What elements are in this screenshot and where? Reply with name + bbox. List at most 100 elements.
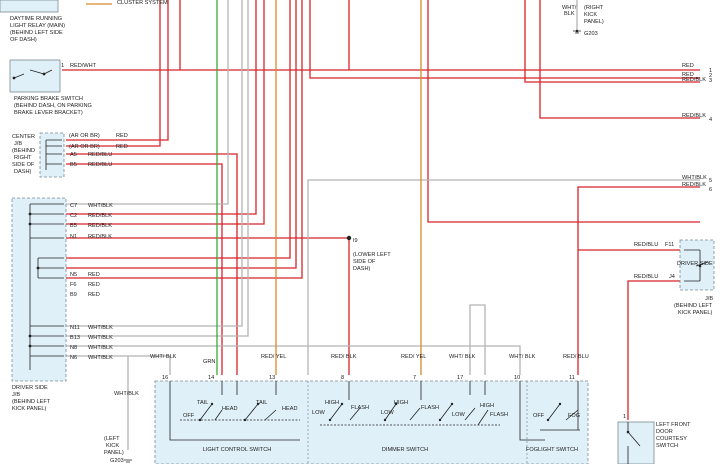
driver-jb-right-label: DRIVER SIDE J/B (BEHIND LEFT KICK PANEL) xyxy=(674,261,713,316)
svg-text:WHT/BLK: WHT/BLK xyxy=(88,325,113,331)
ground-left-label: WHT/BLK (LEFT KICK PANEL) G203 xyxy=(104,391,139,464)
svg-text:3: 3 xyxy=(709,78,712,84)
driver-jb-top-pins: C7 WHT/BLK C2 RED/BLK B5 RED/BLK N1 RED/… xyxy=(70,203,113,240)
svg-text:FLASH: FLASH xyxy=(421,405,439,411)
wire-red xyxy=(577,186,700,375)
svg-text:RED: RED xyxy=(88,292,100,298)
svg-text:RED/ BLK: RED/ BLK xyxy=(331,354,357,360)
svg-text:B5: B5 xyxy=(70,223,77,229)
wire-gray xyxy=(66,0,243,327)
svg-text:WHT/BLK: WHT/BLK xyxy=(88,355,113,361)
svg-text:RED/BLK: RED/BLK xyxy=(682,113,706,119)
wire-red xyxy=(66,0,303,279)
wire-gray xyxy=(66,0,229,205)
svg-text:CENTER: CENTER xyxy=(12,134,35,140)
svg-text:PARKING BRAKE SWITCH: PARKING BRAKE SWITCH xyxy=(14,96,83,102)
svg-text:SIDE OF: SIDE OF xyxy=(353,259,376,265)
parking-brake-pin: 1 xyxy=(61,63,64,69)
svg-text:(BEHIND: (BEHIND xyxy=(12,148,35,154)
svg-text:SIDE OF: SIDE OF xyxy=(12,162,35,168)
svg-text:DASH): DASH) xyxy=(14,169,32,175)
svg-text:N1: N1 xyxy=(70,234,77,240)
driver-jb-right-pins: RED/BLU F11 RED/BLU J4 xyxy=(634,242,675,280)
svg-text:WHT/BLK: WHT/BLK xyxy=(88,345,113,351)
svg-text:(LEFT: (LEFT xyxy=(104,436,120,442)
ground-right-label: WHT/ BLK (RIGHT KICK PANEL) G203 xyxy=(562,5,604,37)
svg-text:HIGH: HIGH xyxy=(325,400,339,406)
center-jb-label: CENTER J/B (BEHIND RIGHT SIDE OF DASH) xyxy=(12,134,35,175)
svg-text:BLK: BLK xyxy=(564,11,575,17)
wire-gray xyxy=(66,345,521,375)
svg-text:G203: G203 xyxy=(110,458,124,464)
svg-text:(RIGHT: (RIGHT xyxy=(584,5,604,11)
svg-text:BRAKE LEVER BRACKET): BRAKE LEVER BRACKET) xyxy=(14,110,83,116)
svg-text:TAIL: TAIL xyxy=(256,400,267,406)
svg-text:(AR OR BR): (AR OR BR) xyxy=(69,144,100,150)
wire-red xyxy=(66,0,169,141)
svg-text:RED: RED xyxy=(116,144,128,150)
svg-text:(BEHIND LEFT: (BEHIND LEFT xyxy=(12,399,51,405)
svg-text:DIMMER SWITCH: DIMMER SWITCH xyxy=(382,447,428,453)
svg-text:KICK PANEL): KICK PANEL) xyxy=(12,406,47,412)
door-switch-label: LEFT FRONT DOOR COURTESY SWITCH xyxy=(656,422,691,449)
parking-brake-wire-color: RED/WHT xyxy=(70,63,97,69)
svg-text:B5: B5 xyxy=(70,162,77,168)
svg-text:RED/BLU: RED/BLU xyxy=(634,242,658,248)
svg-text:WHT/: WHT/ xyxy=(562,5,577,11)
svg-text:N8: N8 xyxy=(70,345,77,351)
driver-jb-right-box xyxy=(679,239,715,291)
svg-text:J/B: J/B xyxy=(705,296,713,302)
svg-text:RED/ BLU: RED/ BLU xyxy=(563,354,589,360)
svg-text:(AR OR BR): (AR OR BR) xyxy=(69,133,100,139)
svg-text:HIGH: HIGH xyxy=(394,400,408,406)
svg-text:N5: N5 xyxy=(70,272,77,278)
svg-text:J/B: J/B xyxy=(14,141,22,147)
svg-text:WHT/BLK: WHT/BLK xyxy=(114,391,139,397)
wire-gray xyxy=(66,355,171,375)
svg-text:OF DASH): OF DASH) xyxy=(10,37,37,43)
wire-red xyxy=(66,153,238,375)
wire-red xyxy=(539,0,700,119)
svg-text:KICK: KICK xyxy=(584,12,597,18)
drl-relay-box xyxy=(0,0,59,13)
svg-text:10: 10 xyxy=(514,375,520,381)
svg-text:FLASH: FLASH xyxy=(351,405,369,411)
foglight-positions: OFF FOG xyxy=(533,413,580,419)
svg-text:(LOWER LEFT: (LOWER LEFT xyxy=(353,252,391,258)
svg-text:FLASH: FLASH xyxy=(490,412,508,418)
wire-red xyxy=(66,0,291,259)
svg-text:C2: C2 xyxy=(70,213,77,219)
parking-brake-switch xyxy=(9,59,61,93)
svg-text:B13: B13 xyxy=(70,335,80,341)
svg-text:(BEHIND LEFT: (BEHIND LEFT xyxy=(674,303,713,309)
svg-text:A5: A5 xyxy=(70,152,77,158)
svg-text:N6: N6 xyxy=(70,355,77,361)
svg-text:WHT/BLK: WHT/BLK xyxy=(682,175,707,181)
svg-text:FOG: FOG xyxy=(568,413,580,419)
drl-relay-label: DAYTIME RUNNING LIGHT RELAY (MAIN) (BEHI… xyxy=(10,16,65,43)
svg-text:DRIVER SIDE: DRIVER SIDE xyxy=(677,261,713,267)
svg-text:RED/BLK: RED/BLK xyxy=(88,234,112,240)
svg-text:RED/BLU: RED/BLU xyxy=(634,274,658,280)
svg-text:RED/BLK: RED/BLK xyxy=(682,182,706,188)
wire-layer xyxy=(62,0,700,450)
driver-jb-mid-pins: N5 RED F6 RED B9 RED xyxy=(70,272,100,298)
svg-text:8: 8 xyxy=(341,375,344,381)
dimmer-positions: HIGH LOW FLASH HIGH LOW FLASH HIGH LOW F… xyxy=(312,400,508,418)
wire-red xyxy=(309,0,700,79)
svg-text:7: 7 xyxy=(413,375,416,381)
wire-gray xyxy=(66,0,249,337)
svg-text:RED/BLK: RED/BLK xyxy=(88,223,112,229)
svg-text:HEAD: HEAD xyxy=(282,406,298,412)
svg-text:WHT/ BLK: WHT/ BLK xyxy=(509,354,536,360)
svg-text:LIGHT CONTROL SWITCH: LIGHT CONTROL SWITCH xyxy=(203,447,272,453)
wire-red xyxy=(66,163,223,375)
wire-red xyxy=(427,0,700,223)
svg-text:WHT/BLK: WHT/BLK xyxy=(88,335,113,341)
svg-text:DOOR: DOOR xyxy=(656,429,673,435)
svg-text:DRIVER SIDE: DRIVER SIDE xyxy=(12,385,48,391)
driver-jb-label: DRIVER SIDE J/B (BEHIND LEFT KICK PANEL) xyxy=(12,385,51,412)
svg-text:13: 13 xyxy=(269,375,275,381)
svg-text:F6: F6 xyxy=(70,282,77,288)
svg-text:J/B: J/B xyxy=(12,392,20,398)
